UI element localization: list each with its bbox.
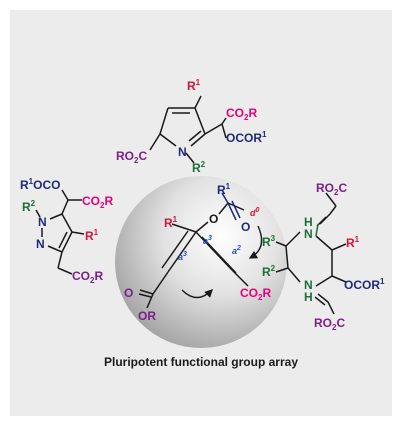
pyrazole-r1oco-sup: 1 — [29, 177, 34, 186]
pyrrole-r1: R — [187, 79, 196, 93]
pyrazole-r1-sup: 1 — [94, 228, 99, 237]
diazepine-r3-sup: 3 — [271, 234, 276, 243]
svg-text:RO2C: RO2C — [316, 181, 347, 197]
pyrazole-co2r: CO — [82, 194, 100, 208]
svg-text:d0: d0 — [250, 207, 260, 218]
diazepine-ocor-sup: 1 — [380, 277, 385, 286]
pyrrole-ro2c-c: C — [138, 149, 147, 163]
pyrrole-product: R1 CO2R OCOR1 RO2C N R2 — [116, 78, 267, 175]
svg-text:R2: R2 — [192, 160, 206, 175]
pyrrole-r2-sup: 2 — [201, 160, 206, 169]
pyrazole-co2r-bottom-r: R — [94, 269, 103, 283]
pyrrole-r2: R — [192, 161, 201, 175]
pyrrole-n: N — [178, 145, 187, 159]
diazepine-r2: R — [262, 265, 271, 279]
svg-text:RO2C: RO2C — [116, 149, 147, 165]
center-co2r-sub: 2 — [258, 293, 263, 302]
svg-text:R3: R3 — [262, 234, 276, 249]
diazepine-nh-top-h: H — [304, 215, 313, 229]
diazepine-ro2c-bottom: RO — [314, 316, 332, 330]
diazepine-ro2c-bottom-sub: 2 — [332, 323, 337, 332]
svg-text:CO2R: CO2R — [82, 194, 113, 210]
center-a3-left: a — [178, 252, 183, 262]
svg-text:R2: R2 — [262, 264, 276, 279]
center-carbonyl-r1-sup: 1 — [226, 182, 231, 191]
diazepine-ro2c-top: RO — [316, 181, 334, 195]
pyrrole-co2r: CO — [226, 106, 244, 120]
svg-text:a3: a3 — [203, 235, 212, 246]
svg-text:CO2R: CO2R — [72, 269, 103, 285]
svg-text:RO2C: RO2C — [314, 316, 345, 332]
diazepine-r1-sup: 1 — [355, 235, 360, 244]
center-d0-sup: 0 — [256, 207, 260, 214]
center-d0: d — [250, 208, 256, 218]
pyrrole-ocor-sup: 1 — [262, 130, 267, 139]
pyrazole-co2r-sub: 2 — [100, 201, 105, 210]
pyrazole-r1: R — [85, 229, 94, 243]
pyrazole-product: R1OCO CO2R R2 N N R1 CO2R — [20, 177, 113, 285]
diazepine-ro2c-top-c: C — [338, 181, 347, 195]
center-r1-sup: 1 — [173, 215, 178, 224]
center-molecule: R1 O R1 O d0 a2 a3 a3 O OR CO2R — [124, 182, 271, 323]
pyrrole-co2r-r: R — [248, 106, 257, 120]
center-a2: a — [232, 246, 237, 256]
pyrrole-ro2c: RO — [116, 149, 134, 163]
center-a3-top-sup: 3 — [208, 235, 212, 242]
diazepine-ocor: OCOR — [344, 278, 380, 292]
svg-text:a2: a2 — [232, 245, 241, 256]
svg-text:R1: R1 — [217, 182, 231, 197]
diazepine-nh-top-n: N — [304, 227, 313, 241]
pyrrole-ro2c-sub: 2 — [134, 156, 139, 165]
diazepine-ro2c-top-sub: 2 — [334, 188, 339, 197]
svg-text:a3: a3 — [178, 251, 187, 262]
svg-text:R2: R2 — [22, 199, 36, 214]
pyrazole-r1oco-rest: OCO — [33, 178, 60, 192]
center-a2-sup: 2 — [236, 245, 241, 252]
svg-text:R1: R1 — [346, 235, 360, 250]
center-a3-left-sup: 3 — [183, 251, 187, 258]
pyrazole-r1oco-r: R — [20, 178, 29, 192]
diazepine-ro2c-bottom-c: C — [336, 316, 345, 330]
center-co2r-r: R — [262, 286, 271, 300]
svg-text:CO2R: CO2R — [240, 286, 271, 302]
pyrazole-n2: N — [36, 237, 45, 251]
svg-text:R1: R1 — [187, 78, 201, 93]
diazepine-r1: R — [346, 236, 355, 250]
diazepine-nh-bottom-n: N — [304, 278, 313, 292]
center-co2r: CO — [240, 286, 258, 300]
pyrazole-co2r-r: R — [104, 194, 113, 208]
caption: Pluripotent functional group array — [104, 355, 298, 369]
center-carbonyl-r1: R — [217, 183, 226, 197]
pyrazole-n1: N — [38, 215, 47, 229]
center-ester-or: OR — [138, 309, 156, 323]
center-a3-top: a — [203, 236, 208, 246]
diazepine-nh-bottom-h: H — [304, 290, 313, 304]
pyrazole-co2r-bottom: CO — [72, 269, 90, 283]
pyrazole-r2: R — [22, 200, 31, 214]
diazepine-r3: R — [262, 235, 271, 249]
svg-text:R1: R1 — [164, 215, 178, 230]
diazepine-product: RO2C H N R3 R1 R2 OCOR1 N H RO2C — [262, 181, 385, 332]
svg-text:R1: R1 — [85, 228, 99, 243]
pyrazole-r2-sup: 2 — [31, 199, 36, 208]
svg-text:R1OCO: R1OCO — [20, 177, 60, 192]
pyrrole-ocor: OCOR — [226, 131, 262, 145]
center-o-label: O — [209, 212, 218, 226]
center-ester-o: O — [124, 286, 133, 300]
pyrazole-co2r-bottom-sub: 2 — [90, 276, 95, 285]
center-o-carbonyl: O — [241, 220, 250, 234]
svg-text:CO2R: CO2R — [226, 106, 257, 122]
center-r1: R — [164, 216, 173, 230]
pyrrole-r1-sup: 1 — [196, 78, 201, 87]
diazepine-r2-sup: 2 — [271, 264, 276, 273]
pyrrole-co2r-sub: 2 — [244, 113, 249, 122]
svg-text:OCOR1: OCOR1 — [226, 130, 267, 145]
svg-text:OCOR1: OCOR1 — [344, 277, 385, 292]
sphere — [115, 176, 287, 348]
